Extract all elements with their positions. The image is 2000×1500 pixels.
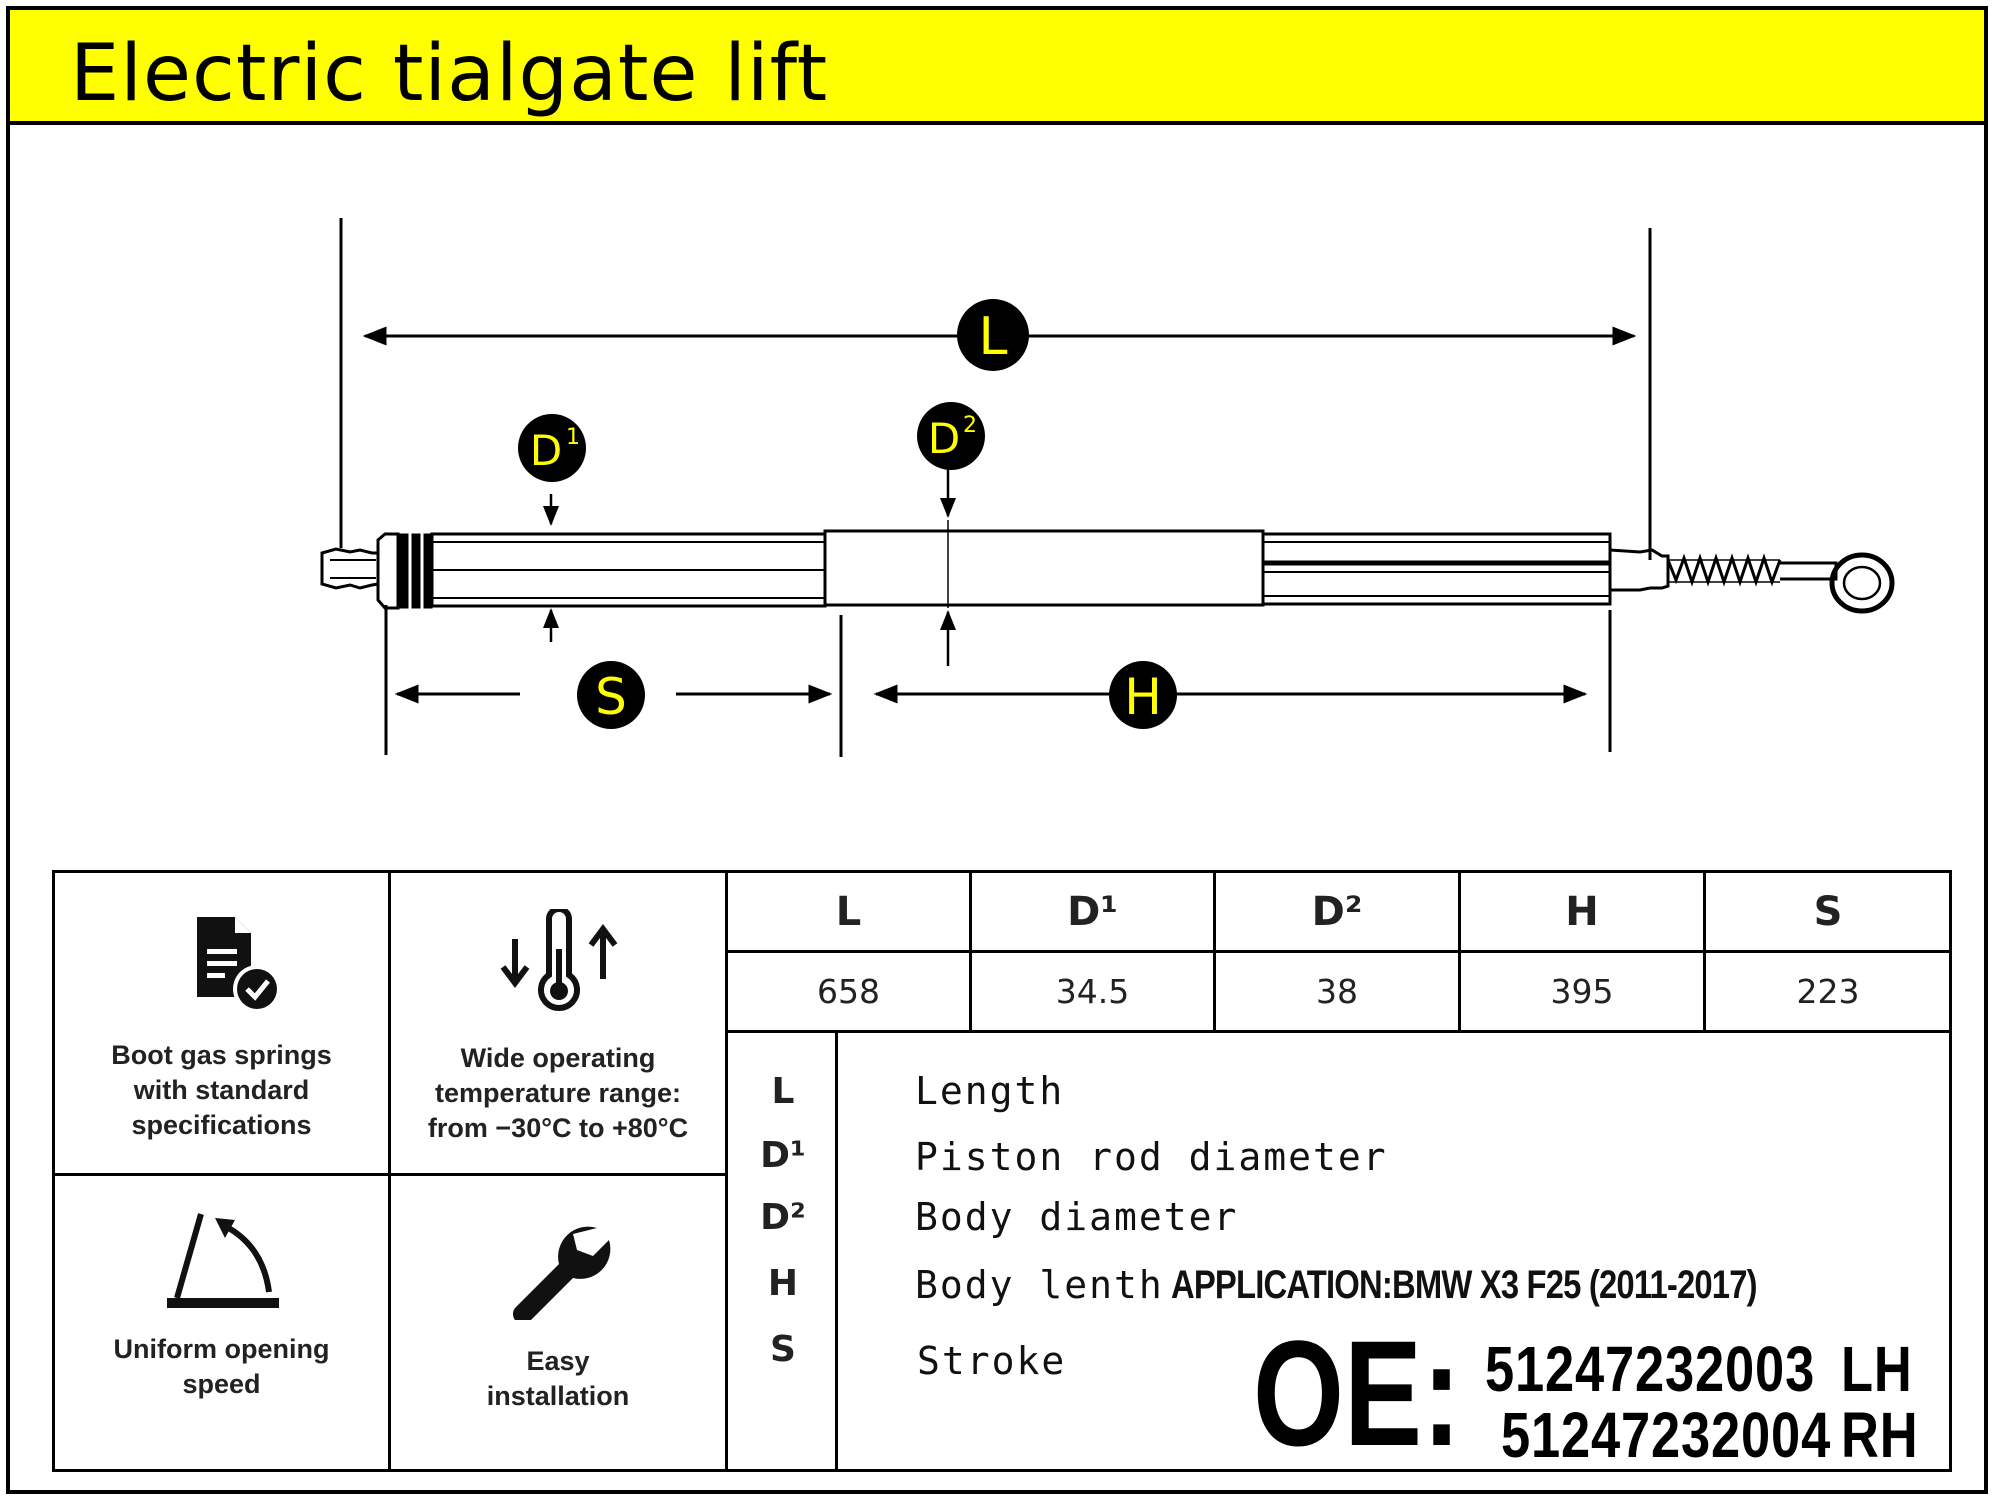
document-check-icon xyxy=(197,917,281,1013)
feature-label-text: Wide operating temperature range: from −… xyxy=(427,1043,689,1143)
feature-label-text: Easy installation xyxy=(486,1346,630,1411)
legend-desc-body-diameter: Body diameter xyxy=(915,1195,1239,1239)
table-value-l: 658 xyxy=(728,953,972,1033)
oe-number-lh: 51247232003 xyxy=(1485,1333,1816,1405)
feature-easy-installation: Easy installation xyxy=(391,1176,728,1469)
feature-label: Uniform opening speed xyxy=(55,1332,388,1402)
legend-symbol-s: S xyxy=(770,1329,796,1370)
label-badge-d1: D 1 xyxy=(518,414,586,482)
label-h-text: H xyxy=(1124,668,1162,726)
legend-desc-stroke: Stroke xyxy=(917,1339,1067,1383)
table-value-h: 395 xyxy=(1461,953,1706,1033)
label-d2-sup: 2 xyxy=(963,413,977,438)
application-text: APPLICATION:BMW X3 F25 (2011-2017) xyxy=(1171,1263,1758,1307)
oe-side-rh: RH xyxy=(1841,1399,1919,1471)
label-d1-text: D xyxy=(530,426,562,475)
legend-symbol-d1: D¹ xyxy=(760,1135,806,1176)
page-title: Electric tialgate lift xyxy=(70,29,829,119)
table-value-d1: 34.5 xyxy=(972,953,1216,1033)
label-badge-s: S xyxy=(577,661,645,729)
label-badge-h: H xyxy=(1109,661,1177,729)
label-badge-l: L xyxy=(957,299,1029,371)
table-header-d1: D¹ xyxy=(972,873,1216,953)
oe-number-rh: 51247232004 xyxy=(1501,1399,1832,1471)
legend-symbols: L D¹ D² H S xyxy=(728,1033,838,1469)
table-header-l: L xyxy=(728,873,972,953)
feature-standard-specs: Boot gas springs with standard specifica… xyxy=(55,873,391,1176)
legend-desc-length: Length xyxy=(915,1069,1065,1113)
label-s-text: S xyxy=(595,668,627,726)
table-value-s: 223 xyxy=(1706,953,1950,1033)
feature-temperature-range: Wide operating temperature range: from −… xyxy=(391,873,728,1176)
legend-symbol-l: L xyxy=(771,1071,795,1112)
label-l-text: L xyxy=(979,307,1008,367)
label-badge-d2: D 2 xyxy=(917,402,985,470)
legend-desc-body-length: Body lenth xyxy=(915,1263,1164,1307)
feature-label: Wide operating temperature range: from −… xyxy=(391,1041,725,1146)
spec-panel: Boot gas springs with standard specifica… xyxy=(52,870,1952,1472)
feature-label-text: Boot gas springs with standard specifica… xyxy=(111,1040,332,1140)
opening-angle-icon xyxy=(167,1213,279,1308)
table-header-d2: D² xyxy=(1216,873,1461,953)
gas-strut xyxy=(320,529,1895,614)
label-d2-text: D xyxy=(928,414,960,463)
feature-uniform-opening: Uniform opening speed xyxy=(55,1176,391,1469)
thermometer-arrows-icon xyxy=(500,909,618,1011)
oe-label: OE: xyxy=(1253,1309,1462,1477)
title-banner: Electric tialgate lift xyxy=(6,6,1988,125)
feature-label: Boot gas springs with standard specifica… xyxy=(55,1038,388,1143)
oe-side-lh: LH xyxy=(1841,1333,1913,1405)
feature-label-text: Uniform opening speed xyxy=(113,1334,330,1399)
wrench-icon xyxy=(513,1226,611,1320)
table-value-d2: 38 xyxy=(1216,953,1461,1033)
table-header-h: H xyxy=(1461,873,1706,953)
legend-symbol-d2: D² xyxy=(760,1197,806,1238)
table-header-s: S xyxy=(1706,873,1950,953)
legend-desc-piston-rod: Piston rod diameter xyxy=(915,1135,1388,1179)
dimension-table: L D¹ D² H S 658 34.5 38 395 223 xyxy=(728,873,1950,1033)
label-d1-sup: 1 xyxy=(566,425,580,450)
feature-label: Easy installation xyxy=(391,1344,725,1414)
legend-symbol-h: H xyxy=(767,1263,799,1304)
